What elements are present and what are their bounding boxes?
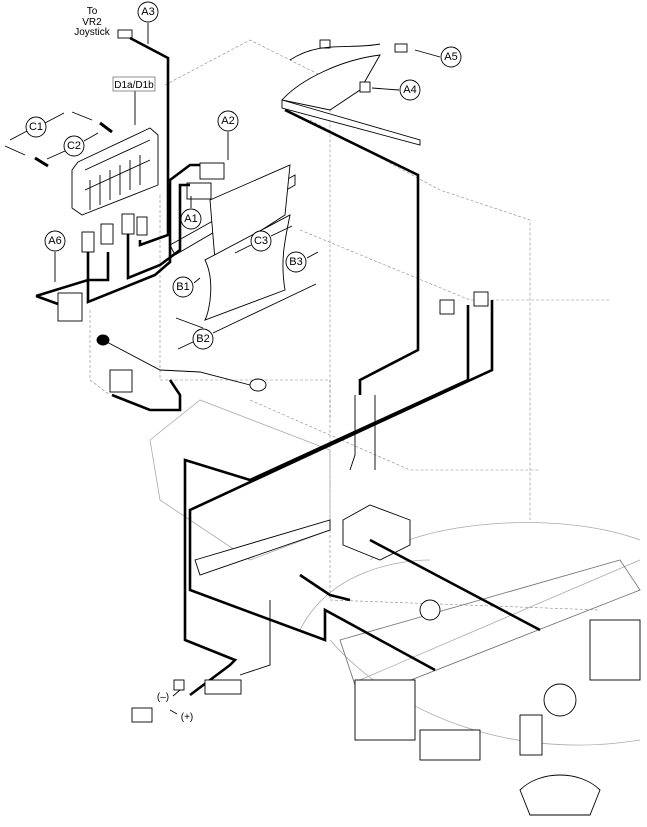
top-housing — [281, 39, 421, 146]
svg-text:A5: A5 — [444, 51, 457, 63]
callout-a4: A4 — [399, 79, 421, 101]
joystick-label-line1: To — [87, 6, 98, 17]
callout-b3: B3 — [285, 251, 307, 273]
leader-lines — [9, 23, 441, 715]
callout-b1: B1 — [172, 276, 194, 298]
svg-text:B3: B3 — [289, 256, 302, 268]
svg-text:A4: A4 — [403, 84, 416, 96]
bracket-assembly — [194, 504, 411, 576]
svg-text:A1: A1 — [184, 213, 197, 225]
module-label: D1a/D1b — [112, 76, 156, 92]
wiring-harness — [35, 36, 541, 723]
callout-c1: C1 — [25, 116, 47, 138]
chassis-frame — [149, 399, 641, 816]
svg-text:A3: A3 — [141, 6, 154, 18]
callout-a1: A1 — [180, 208, 202, 230]
svg-text:A2: A2 — [221, 115, 234, 127]
callout-a5: A5 — [440, 46, 462, 68]
joystick-label: To VR2 Joystick — [74, 6, 111, 38]
svg-text:B2: B2 — [196, 333, 209, 345]
callout-a2: A2 — [217, 110, 239, 132]
controller-module — [4, 29, 225, 322]
callout-a6: A6 — [44, 230, 66, 252]
module-label-text: D1a/D1b — [114, 80, 154, 91]
svg-text:C1: C1 — [29, 121, 43, 133]
callout-b2: B2 — [192, 328, 214, 350]
joystick-label-line2: VR2 — [82, 17, 102, 28]
negative-terminal-label: (–) — [157, 692, 169, 703]
callout-c2: C2 — [63, 135, 85, 157]
svg-text:B1: B1 — [176, 281, 189, 293]
callout-a3: A3 — [137, 1, 159, 23]
joystick-label-line3: Joystick — [74, 27, 111, 38]
callout-c3: C3 — [250, 230, 272, 252]
svg-text:C2: C2 — [67, 140, 81, 152]
svg-text:A6: A6 — [48, 235, 61, 247]
svg-text:C3: C3 — [254, 235, 268, 247]
positive-terminal-label: (+) — [181, 712, 194, 723]
